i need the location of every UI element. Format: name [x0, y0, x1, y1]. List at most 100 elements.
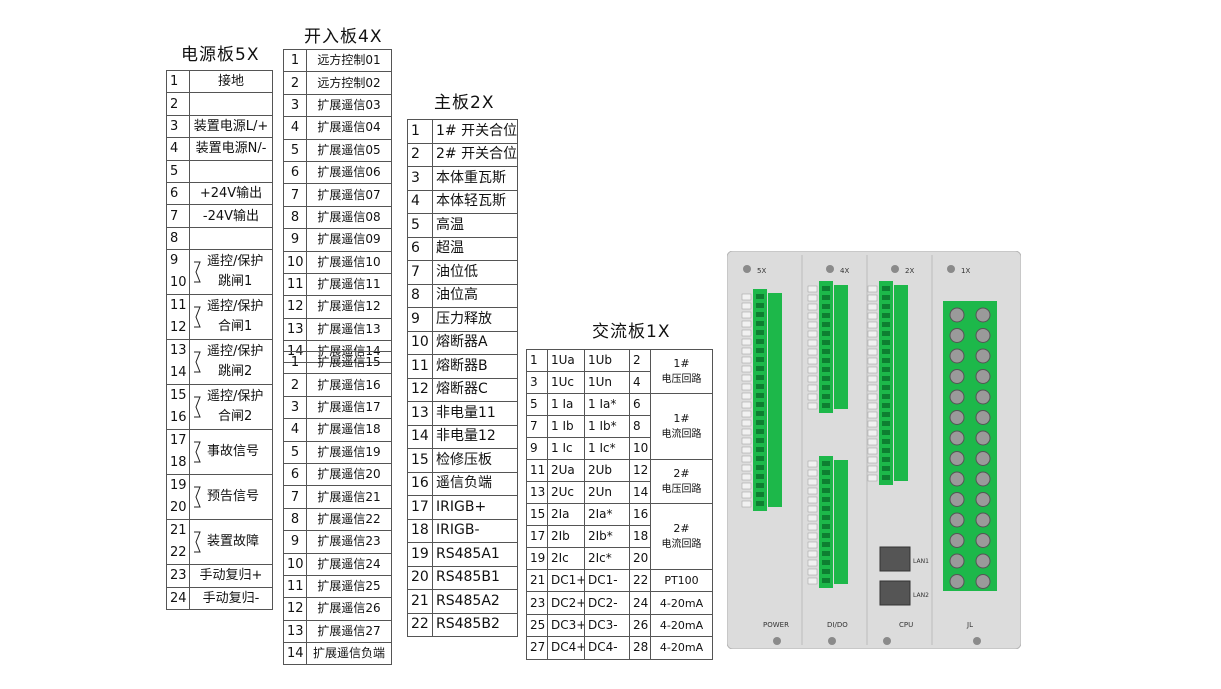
screw-icon [947, 265, 955, 273]
terminal-strip-4x-upper [819, 281, 833, 413]
terminal-label: 高温 [432, 213, 518, 238]
terminal-pin [756, 357, 764, 362]
terminal-pin [822, 470, 830, 475]
screw-icon [826, 265, 834, 273]
terminal-pin [882, 466, 890, 471]
terminal-pin [756, 492, 764, 497]
terminal-label [189, 159, 273, 183]
terminal-label: IRIGB- [432, 518, 518, 543]
screw-terminal-icon [975, 553, 991, 569]
screw-terminal-icon [949, 451, 965, 466]
terminal-pin [756, 402, 764, 407]
terminal-tab [867, 402, 878, 410]
terminal-pin [882, 376, 890, 381]
ac-terminal-block [943, 301, 997, 591]
terminal-pin [882, 322, 890, 327]
terminal-label: 超温 [432, 236, 518, 261]
circuit-number: 1# [673, 411, 690, 425]
terminal-label: RS485B1 [432, 565, 518, 590]
terminal-number: 4 [629, 371, 651, 394]
terminal-label: 本体轻瓦斯 [432, 189, 518, 214]
terminal-number: 1 [407, 119, 433, 144]
screw-terminal-icon [975, 389, 991, 405]
terminal-number: 22 [629, 568, 651, 593]
relay-contact-icon [194, 531, 201, 553]
terminal-label: 熔断器B [432, 354, 518, 379]
terminal-label-line1: 预告信号 [207, 489, 260, 505]
signal-name: 1 Ic [547, 437, 585, 460]
circuit-type: 4-20mA [650, 613, 713, 638]
terminal-label: 油位高 [432, 283, 518, 308]
screw-terminal-icon [949, 492, 965, 507]
terminal-tab [741, 374, 752, 382]
bottom-label: CPU [899, 621, 913, 629]
terminal-tab [807, 312, 818, 320]
terminal-pin [756, 456, 764, 461]
circuit-type: 4-20mA [650, 636, 713, 660]
terminal-number: 13 [283, 317, 307, 342]
terminal-label: 扩展遥信18 [306, 418, 392, 442]
terminal-number-a: 13 [170, 343, 187, 359]
terminal-tab [867, 330, 878, 338]
terminal-label-line1: 事故信号 [207, 444, 260, 460]
screw-terminal-icon [975, 451, 991, 466]
terminal-pin [882, 367, 890, 372]
relay-contact-icon [194, 441, 201, 463]
slot-label: 2X [905, 267, 914, 275]
terminal-number: 16 [629, 503, 651, 526]
terminal-number: 7 [166, 204, 190, 228]
terminal-tab [807, 487, 818, 495]
terminal-number: 24 [629, 591, 651, 615]
terminal-pin [756, 312, 764, 317]
terminal-label: 远方控制02 [306, 71, 392, 95]
terminal-pin [822, 560, 830, 565]
terminal-tab [867, 294, 878, 302]
terminal-pin [822, 394, 830, 399]
terminal-number: 11 [407, 354, 433, 379]
terminal-label-line2: 跳闸2 [218, 364, 253, 380]
terminal-number: 10 [283, 552, 307, 576]
lan-label: LAN1 [913, 558, 929, 565]
terminal-number: 4 [166, 137, 190, 161]
screw-terminal-icon [949, 430, 965, 446]
terminal-label-pair: 装置故障 [189, 519, 273, 566]
terminal-tab [741, 311, 752, 319]
terminal-strip-2x [894, 285, 908, 481]
screw-terminal-icon [975, 471, 991, 487]
terminal-label: 非电量12 [432, 424, 518, 449]
terminal-pin [822, 515, 830, 520]
signal-name: DC4- [584, 636, 630, 660]
screw-terminal-icon [949, 574, 965, 589]
circuit-number: 2# [673, 521, 690, 535]
terminal-number: 5 [166, 159, 190, 183]
bottom-label: POWER [763, 621, 789, 629]
lan-port-2 [879, 580, 911, 606]
terminal-pin [822, 551, 830, 556]
terminal-pin [822, 506, 830, 511]
terminal-tab [741, 401, 752, 409]
terminal-number: 18 [407, 518, 433, 543]
terminal-number-a: 19 [170, 478, 187, 494]
screw-terminal-icon [975, 512, 991, 528]
terminal-pin [756, 384, 764, 389]
terminal-strip-5x [753, 289, 767, 511]
terminal-label: 压力释放 [432, 307, 518, 332]
terminal-pin [822, 524, 830, 529]
